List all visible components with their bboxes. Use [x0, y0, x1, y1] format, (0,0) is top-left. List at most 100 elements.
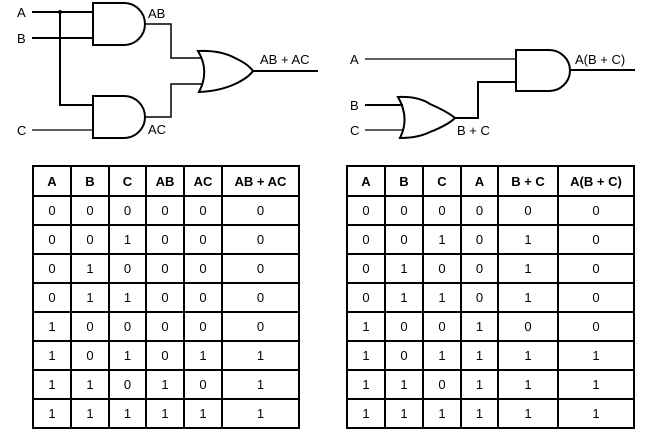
table-cell: 0 [384, 311, 424, 342]
wire-b-plus-c [455, 81, 516, 119]
table-cell: 0 [422, 195, 462, 226]
header-cell: C [422, 165, 462, 197]
and-gate-ac [92, 95, 146, 139]
header-cell: A(B + C) [557, 165, 635, 197]
table-cell: 1 [384, 282, 424, 313]
table-cell: 0 [108, 369, 147, 400]
table-cell: 0 [221, 224, 300, 255]
table-cell: 1 [346, 340, 386, 371]
table-cell: 0 [346, 253, 386, 284]
table-cell: 1 [145, 398, 185, 429]
table-cell: 0 [422, 253, 462, 284]
table-cell: 1 [384, 369, 424, 400]
table-cell: 0 [183, 282, 223, 313]
table-cell: 0 [32, 253, 72, 284]
table-cell: 1 [497, 398, 559, 429]
table-cell: 0 [384, 195, 424, 226]
table-cell: 1 [70, 369, 110, 400]
table-cell: 1 [384, 398, 424, 429]
header-cell: B [384, 165, 424, 197]
table-cell: 1 [346, 311, 386, 342]
table-cell: 0 [460, 253, 499, 284]
wire-ac [145, 83, 203, 118]
table-cell: 0 [145, 253, 185, 284]
table-cell: 0 [557, 253, 635, 284]
table-cell: 0 [145, 340, 185, 371]
table-cell: 1 [497, 369, 559, 400]
table-cell: 1 [460, 311, 499, 342]
table-cell: 1 [70, 398, 110, 429]
or-gate-b-plus-c [396, 95, 457, 140]
table-cell: 0 [557, 224, 635, 255]
label-input-a: A [17, 5, 26, 20]
header-cell: AB [145, 165, 185, 197]
table-cell: 0 [183, 224, 223, 255]
table-cell: 1 [460, 369, 499, 400]
table-cell: 0 [183, 195, 223, 226]
label-input-b: B [350, 98, 359, 113]
and-gate-a-b-plus-c [515, 49, 571, 92]
table-cell: 1 [497, 282, 559, 313]
table-cell: 0 [145, 282, 185, 313]
table-cell: 1 [108, 398, 147, 429]
table-cell: 0 [557, 195, 635, 226]
table-cell: 0 [422, 311, 462, 342]
header-cell: A [346, 165, 386, 197]
table-cell: 0 [497, 311, 559, 342]
table-cell: 1 [108, 224, 147, 255]
table-cell: 0 [221, 195, 300, 226]
table-cell: 0 [422, 369, 462, 400]
table-cell: 1 [70, 282, 110, 313]
label-input-c: C [350, 123, 359, 138]
table-cell: 0 [108, 253, 147, 284]
table-header-row: A B C AB AC AB + AC [32, 165, 300, 197]
table-cell: 0 [346, 224, 386, 255]
table-cell: 1 [70, 253, 110, 284]
header-cell: A [460, 165, 499, 197]
table-cell: 1 [460, 398, 499, 429]
table-cell: 0 [346, 282, 386, 313]
table-cell: 1 [422, 282, 462, 313]
table-cell: 1 [422, 340, 462, 371]
table-cell: 1 [557, 369, 635, 400]
table-cell: 1 [460, 340, 499, 371]
table-cell: 0 [32, 282, 72, 313]
label-input-a: A [350, 52, 359, 67]
circuit-right-labels: A B C B + C A(B + C) [350, 52, 625, 138]
table-cell: 0 [346, 195, 386, 226]
table-cell: 1 [32, 369, 72, 400]
table-cell: 1 [183, 340, 223, 371]
table-cell: 1 [108, 282, 147, 313]
table-cell: 1 [422, 398, 462, 429]
table-cell: 0 [32, 224, 72, 255]
table-cell: 0 [70, 195, 110, 226]
table-cell: 0 [221, 282, 300, 313]
table-cell: 0 [221, 311, 300, 342]
label-ac: AC [148, 122, 166, 137]
table-cell: 0 [557, 311, 635, 342]
table-cell: 0 [384, 340, 424, 371]
header-cell: B + C [497, 165, 559, 197]
label-ab-plus-ac: AB + AC [260, 52, 310, 67]
table-cell: 0 [145, 195, 185, 226]
table-cell: 0 [460, 224, 499, 255]
table-cell: 1 [221, 369, 300, 400]
label-ab: AB [148, 6, 165, 21]
circuit-left-labels: A B C AB AC AB + AC [17, 5, 310, 138]
or-gate [196, 49, 255, 94]
table-cell: 1 [346, 398, 386, 429]
table-cell: 1 [346, 369, 386, 400]
